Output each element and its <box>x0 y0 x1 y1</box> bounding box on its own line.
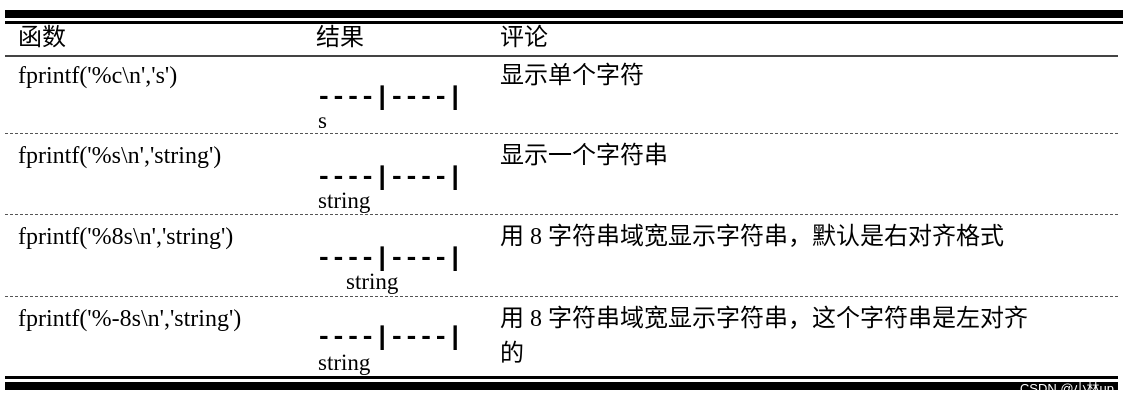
width-marker: ----|----| <box>316 82 463 112</box>
output-cell: string <box>318 350 371 375</box>
comment-cell: 显示单个字符 <box>500 63 644 89</box>
row-divider <box>5 214 1118 215</box>
output-cell: s <box>318 108 327 133</box>
comment-cell: 显示一个字符串 <box>500 143 668 169</box>
function-cell: fprintf('%8s\n','string') <box>18 224 234 250</box>
function-cell: fprintf('%s\n','string') <box>18 143 222 169</box>
function-cell: fprintf('%-8s\n','string') <box>18 306 242 332</box>
comment-cell-line2: 的 <box>500 341 524 367</box>
output-cell: string <box>346 269 399 294</box>
row-divider <box>5 133 1118 134</box>
watermark: CSDN @小林up <box>1019 381 1114 396</box>
comment-cell: 用 8 字符串域宽显示字符串，这个字符串是左对齐 <box>500 306 1028 332</box>
top-rule <box>5 10 1123 18</box>
top-rule-thin <box>5 21 1123 24</box>
function-cell: fprintf('%c\n','s') <box>18 63 178 89</box>
bottom-rule-thin <box>5 376 1118 379</box>
bottom-rule <box>5 382 1118 390</box>
header-rule <box>5 55 1118 57</box>
row-divider <box>5 296 1118 297</box>
width-marker: ----|----| <box>316 162 463 192</box>
header-comment: 评论 <box>500 25 548 51</box>
header-result: 结果 <box>316 25 364 51</box>
comment-cell: 用 8 字符串域宽显示字符串，默认是右对齐格式 <box>500 224 1004 250</box>
width-marker: ----|----| <box>316 322 463 352</box>
width-marker: ----|----| <box>316 243 463 273</box>
output-cell: string <box>318 188 371 213</box>
header-function: 函数 <box>18 25 66 51</box>
